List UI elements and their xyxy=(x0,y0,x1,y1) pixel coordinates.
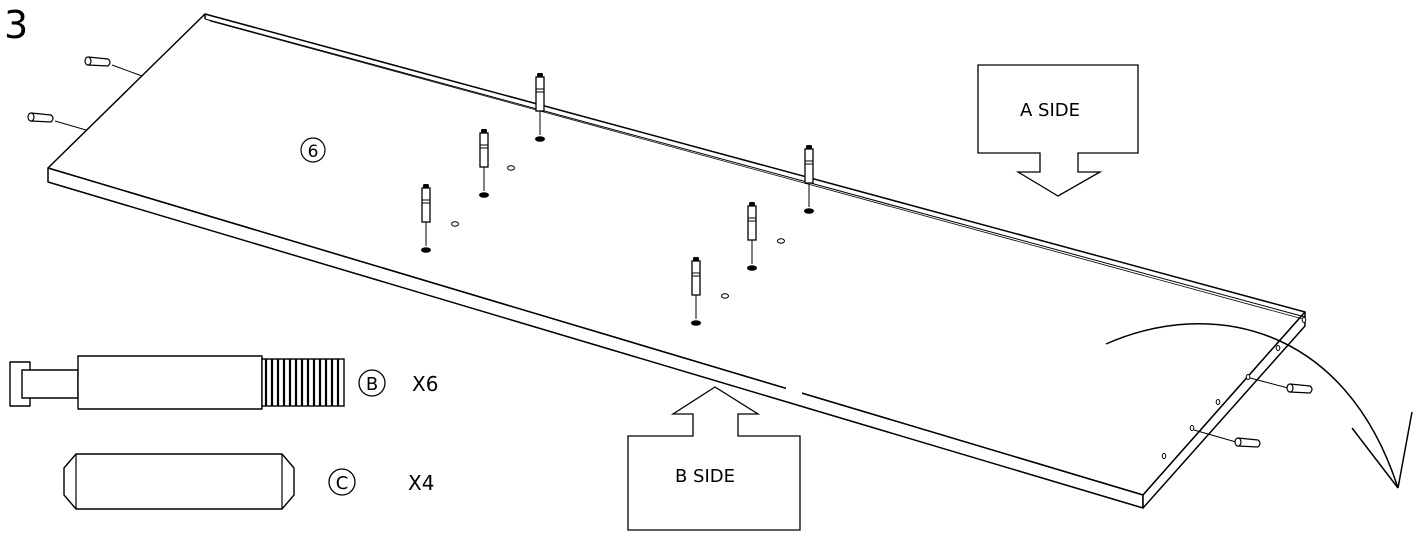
cam-bolt-qty: X6 xyxy=(412,372,438,396)
cam-bolt-thread xyxy=(261,358,345,407)
part-number: 6 xyxy=(308,142,319,162)
a-side-label: A SIDE xyxy=(1020,100,1080,121)
panel-holes xyxy=(451,165,785,299)
edge-break xyxy=(786,380,802,396)
right-end-holes xyxy=(1161,317,1307,459)
dowel xyxy=(1286,383,1313,394)
b-side-label: B SIDE xyxy=(675,466,735,487)
hole xyxy=(451,221,459,227)
legend-dowel: C X4 xyxy=(63,453,434,510)
dowel-qty: X4 xyxy=(408,471,434,495)
dowel-letter: C xyxy=(336,473,349,494)
left-dowels xyxy=(27,56,143,131)
hole xyxy=(777,238,785,244)
panel-board xyxy=(47,13,1306,509)
b-side-callout: B SIDE xyxy=(627,386,801,531)
dowel xyxy=(1234,437,1261,448)
hole xyxy=(507,165,515,171)
step-number: 3 xyxy=(4,3,28,47)
cam-bolt-letter: B xyxy=(366,374,378,395)
hole xyxy=(721,293,729,299)
part-number-badge: 6 xyxy=(300,137,326,163)
flip-arrow xyxy=(1105,322,1413,489)
legend-cam-bolt: B X6 xyxy=(9,355,438,410)
dowel xyxy=(84,56,111,67)
a-side-callout: A SIDE xyxy=(977,64,1139,197)
dowel xyxy=(27,112,54,123)
right-dowels xyxy=(1193,377,1313,448)
